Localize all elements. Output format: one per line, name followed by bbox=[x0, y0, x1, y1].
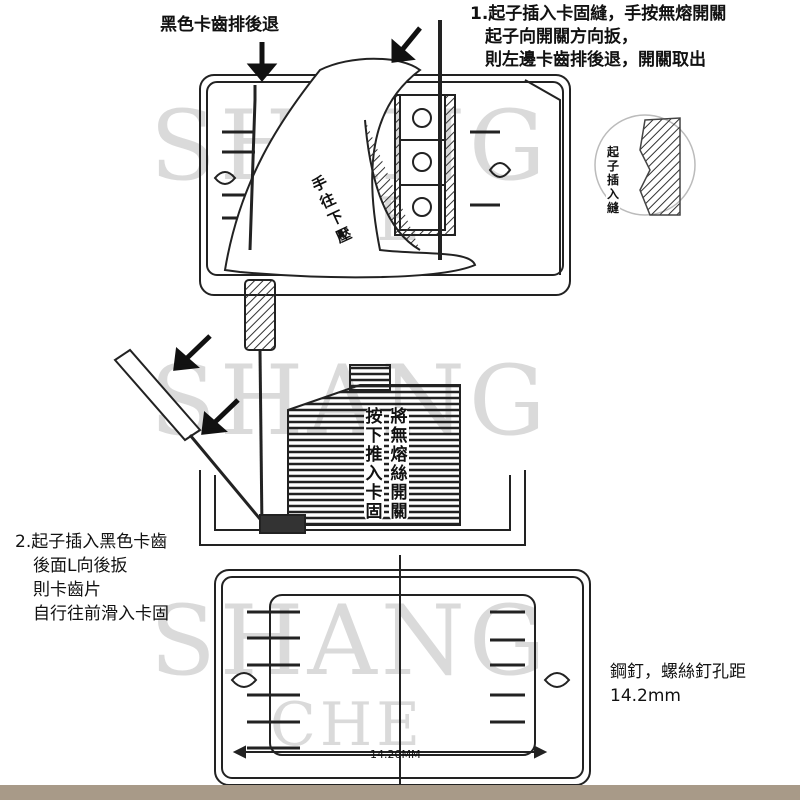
black-tooth-retract-label: 黑色卡齒排後退 bbox=[160, 15, 279, 35]
step1-line1: 1.起子插入卡固縫，手按無熔開關 bbox=[470, 4, 727, 24]
breaker-label: 將無熔絲開關 bbox=[389, 407, 409, 522]
step2-line2: 後面L向後扳 bbox=[33, 556, 128, 576]
dimension-label: 14.20MM bbox=[370, 748, 421, 761]
middle-drawing bbox=[113, 279, 526, 546]
step1-line2: 起子向開關方向扳， bbox=[485, 27, 638, 47]
top-panel-drawing bbox=[199, 20, 571, 296]
step2-line3: 則卡齒片 bbox=[33, 580, 101, 600]
step1-line3: 則左邊卡齒排後退，開關取出 bbox=[485, 50, 706, 70]
screw-note-line2: 14.2mm bbox=[610, 686, 681, 706]
bottom-strip bbox=[0, 785, 800, 800]
screw-note-line1: 鋼釘，螺絲釘孔距 bbox=[610, 662, 746, 682]
step2-line1: 2.起子插入黑色卡齒 bbox=[15, 532, 168, 552]
push-down-label: 按下推入卡固 bbox=[364, 407, 384, 522]
bottom-panel-drawing bbox=[214, 555, 591, 786]
inset-detail bbox=[594, 114, 696, 216]
arrow-icon bbox=[173, 26, 422, 435]
inset-vertical-label: 起子插入縫 bbox=[606, 145, 620, 215]
step2-line4: 自行往前滑入卡固 bbox=[33, 604, 169, 624]
